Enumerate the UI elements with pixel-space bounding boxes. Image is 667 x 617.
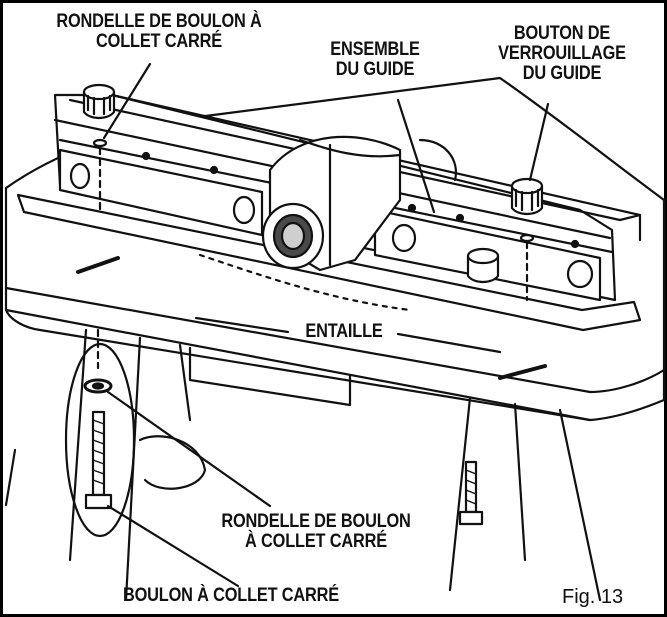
leader-top-washer bbox=[102, 62, 152, 140]
leader-slot-left bbox=[194, 316, 290, 334]
label-carriage-bolt: BOULON À COLLET CARRÉ bbox=[122, 585, 340, 606]
apron bbox=[188, 346, 352, 407]
label-lock-knob: BOUTON DE VERROUILLAGE DU GUIDE bbox=[498, 23, 626, 84]
label-slot: ENTAILLE bbox=[305, 321, 383, 342]
table-leg-left bbox=[68, 328, 192, 602]
label-fence-assembly: ENSEMBLE DU GUIDE bbox=[330, 39, 420, 80]
table-slot-left bbox=[76, 256, 120, 274]
detail-oval bbox=[64, 342, 136, 538]
leader-bolt bbox=[106, 504, 240, 588]
lock-knob-left bbox=[82, 83, 116, 120]
leader-lower-washer bbox=[106, 390, 272, 508]
fence-knob-1 bbox=[69, 162, 91, 190]
leader-slot-right bbox=[396, 332, 502, 354]
clamp-knob-center bbox=[466, 247, 500, 284]
table-slot-right bbox=[498, 364, 547, 380]
fence-knob-3 bbox=[391, 223, 417, 253]
fence-knob-2 bbox=[232, 195, 256, 225]
table-edge bbox=[4, 286, 666, 394]
label-lower-washer: RONDELLE DE BOULON À COLLET CARRÉ bbox=[221, 511, 411, 552]
fence-knob-4 bbox=[566, 259, 594, 289]
leader-knob bbox=[528, 102, 550, 182]
figure-number: Fig. 13 bbox=[562, 586, 624, 608]
leader-fence bbox=[396, 98, 436, 214]
table-leg-right bbox=[448, 396, 602, 602]
right-bolt-shaft bbox=[464, 460, 478, 514]
label-top-washer: RONDELLE DE BOULON À COLLET CARRÉ bbox=[56, 11, 262, 52]
lock-knob-right bbox=[510, 177, 544, 216]
